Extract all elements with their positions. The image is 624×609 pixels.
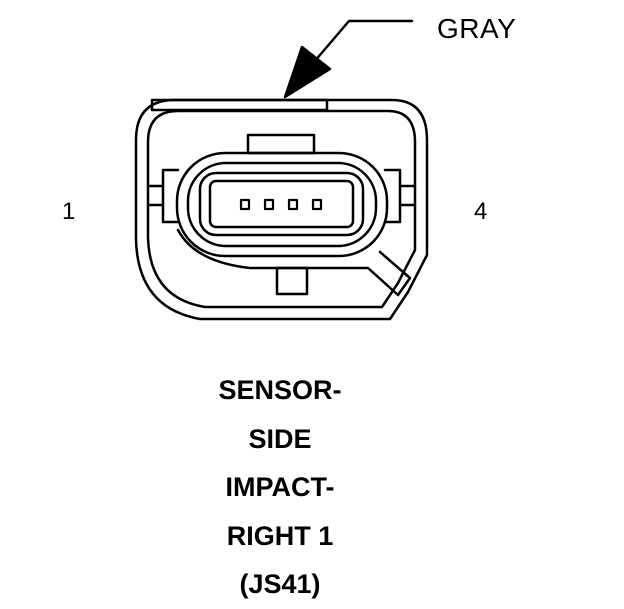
connector-caption: SENSOR- SIDE IMPACT- RIGHT 1 (JS41) (150, 366, 410, 609)
pin-cavity (311, 198, 323, 211)
connector-housing (134, 98, 429, 321)
top-tab (150, 98, 329, 155)
latch (176, 228, 412, 297)
caption-line: IMPACT- (225, 472, 335, 502)
receptacle (175, 151, 389, 258)
side-ears (146, 168, 417, 224)
caption-line: RIGHT 1 (226, 520, 334, 551)
pin-number-right: 4 (474, 198, 488, 225)
caption-line: SIDE (248, 423, 312, 454)
leader-arrow (283, 19, 414, 99)
pin-number-left: 1 (62, 198, 76, 225)
wire-color-label: GRAY (437, 13, 517, 44)
caption-line: (JS41) (239, 569, 321, 599)
pin-cavity (287, 198, 299, 211)
pin-cavity (263, 198, 275, 211)
pin-cavity (239, 198, 251, 211)
caption-line: SENSOR- (218, 375, 342, 405)
pin-cavities (239, 198, 323, 211)
